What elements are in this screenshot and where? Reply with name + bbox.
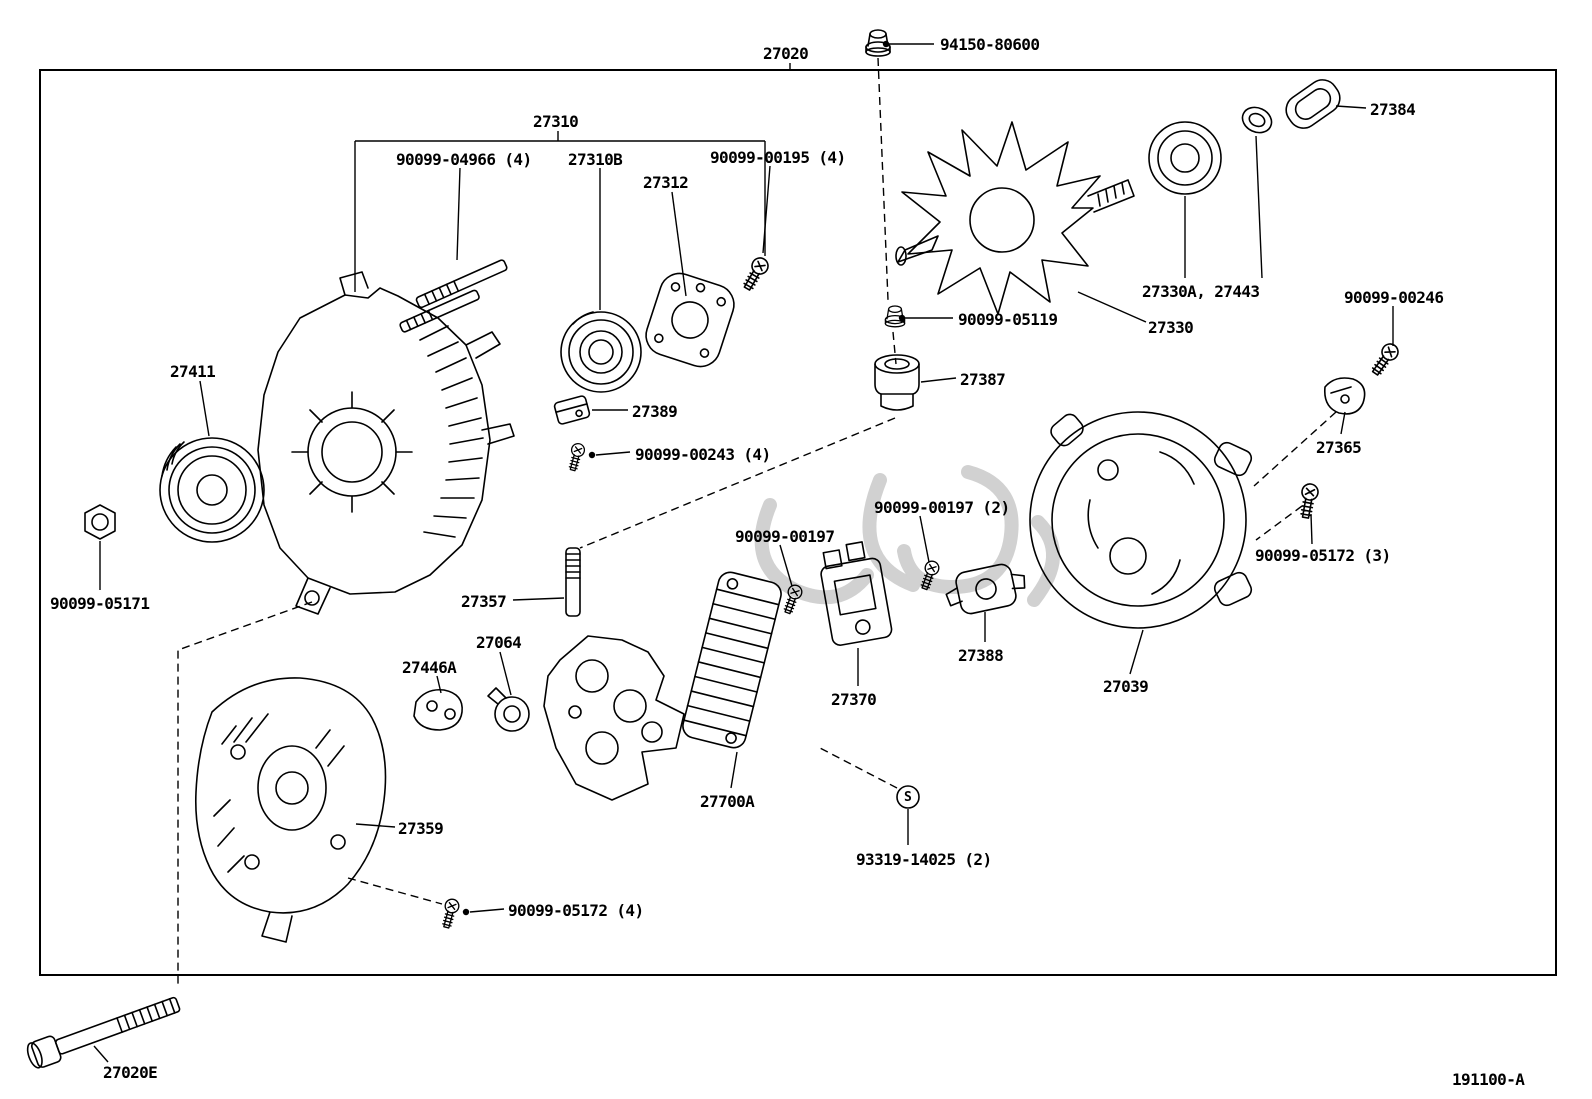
part-number-90099-04966: 90099-04966 (4) [396, 150, 532, 169]
pulley-drawing [159, 437, 265, 543]
cover-screw-drawing [439, 896, 462, 930]
part-number-27312: 27312 [643, 173, 689, 192]
bearing-retainer-rear-drawing [945, 563, 1026, 615]
part-number-27388: 27388 [958, 646, 1004, 665]
terminal-block-drawing [553, 395, 591, 425]
insulator-washer-drawing [487, 687, 530, 732]
leader-dots [462, 40, 906, 916]
part-number-93319-14025: 93319-14025 (2) [856, 850, 992, 869]
part-number-27700A: 27700A [700, 792, 755, 811]
front-housing-drawing [257, 271, 515, 615]
part-number-27370: 27370 [831, 690, 877, 709]
bearing-cover-drawing [1285, 79, 1341, 129]
part-number-27330: 27330 [1148, 318, 1194, 337]
terminal-bolt-drawing [1367, 340, 1402, 379]
brush-holder-drawing [820, 541, 893, 646]
part-number-27387: 27387 [960, 370, 1006, 389]
clamp-drawing [1323, 377, 1366, 415]
s-screw-marker [896, 785, 920, 809]
part-number-27357: 27357 [461, 592, 507, 611]
part-number-90099-05172-3: 90099-05172 (3) [1255, 546, 1391, 565]
part-number-27384: 27384 [1370, 100, 1416, 119]
part-number-27411: 27411 [170, 362, 216, 381]
part-number-27310B: 27310B [568, 150, 623, 169]
terminal-stud-drawing [565, 547, 581, 617]
part-number-90099-00197: 90099-00197 [735, 527, 835, 546]
part-number-27039: 27039 [1103, 677, 1149, 696]
rectifier-drawing [682, 571, 782, 749]
assembly-dashed-lines [177, 57, 1337, 988]
rectifier-holder-drawing [543, 635, 685, 801]
s-screw-letter: S [904, 790, 912, 805]
part-number-27446A: 27446A [402, 658, 457, 677]
rear-housing-screw-drawing [1296, 481, 1321, 520]
bearing-retainer-plate-drawing [645, 272, 735, 368]
retainer-screw-drawing [739, 254, 772, 294]
rear-end-cover-drawing [194, 677, 387, 943]
insulator-bushing-drawing [874, 354, 920, 411]
figure-code: 191100-A [1452, 1070, 1525, 1089]
part-number-90099-00243: 90099-00243 (4) [635, 445, 771, 464]
part-number-90099-00195: 90099-00195 (4) [710, 148, 846, 167]
part-number-90099-05171: 90099-05171 [50, 594, 150, 613]
part-number-27330A-27443: 27330A, 27443 [1142, 282, 1260, 301]
rear-bearing-drawing [1148, 121, 1222, 195]
part-number-27365: 27365 [1316, 438, 1362, 457]
part-number-27064: 27064 [476, 633, 522, 652]
watermark-logo [754, 465, 1060, 607]
part-number-90099-00246: 90099-00246 [1344, 288, 1444, 307]
through-bolt-drawing [26, 996, 181, 1069]
part-number-90099-00197-2: 90099-00197 (2) [874, 498, 1010, 517]
diagram-border [39, 69, 1557, 976]
part-number-27310: 27310 [533, 112, 579, 131]
terminal-nut-drawing [884, 305, 906, 328]
rear-housing-drawing [1029, 411, 1253, 629]
bearing-seal-drawing [1241, 106, 1273, 134]
stud-bolts-drawing [399, 259, 508, 333]
shaft-nut-drawing [84, 504, 116, 540]
part-number-90099-05172-4: 90099-05172 (4) [508, 901, 644, 920]
block-screw-drawing [565, 441, 587, 473]
leader-lines [93, 43, 1394, 1063]
part-number-27359: 27359 [398, 819, 444, 838]
part-number-27020E: 27020E [103, 1063, 158, 1082]
part-number-90099-05119: 90099-05119 [958, 310, 1058, 329]
part-number-27020: 27020 [763, 44, 809, 63]
pulley-nut-drawing [865, 29, 891, 57]
bracket-drawing [413, 688, 463, 731]
front-bearing-drawing [560, 311, 642, 393]
part-number-94150-80600: 94150-80600 [940, 35, 1040, 54]
rotor-drawing [895, 121, 1135, 315]
part-number-27389: 27389 [632, 402, 678, 421]
